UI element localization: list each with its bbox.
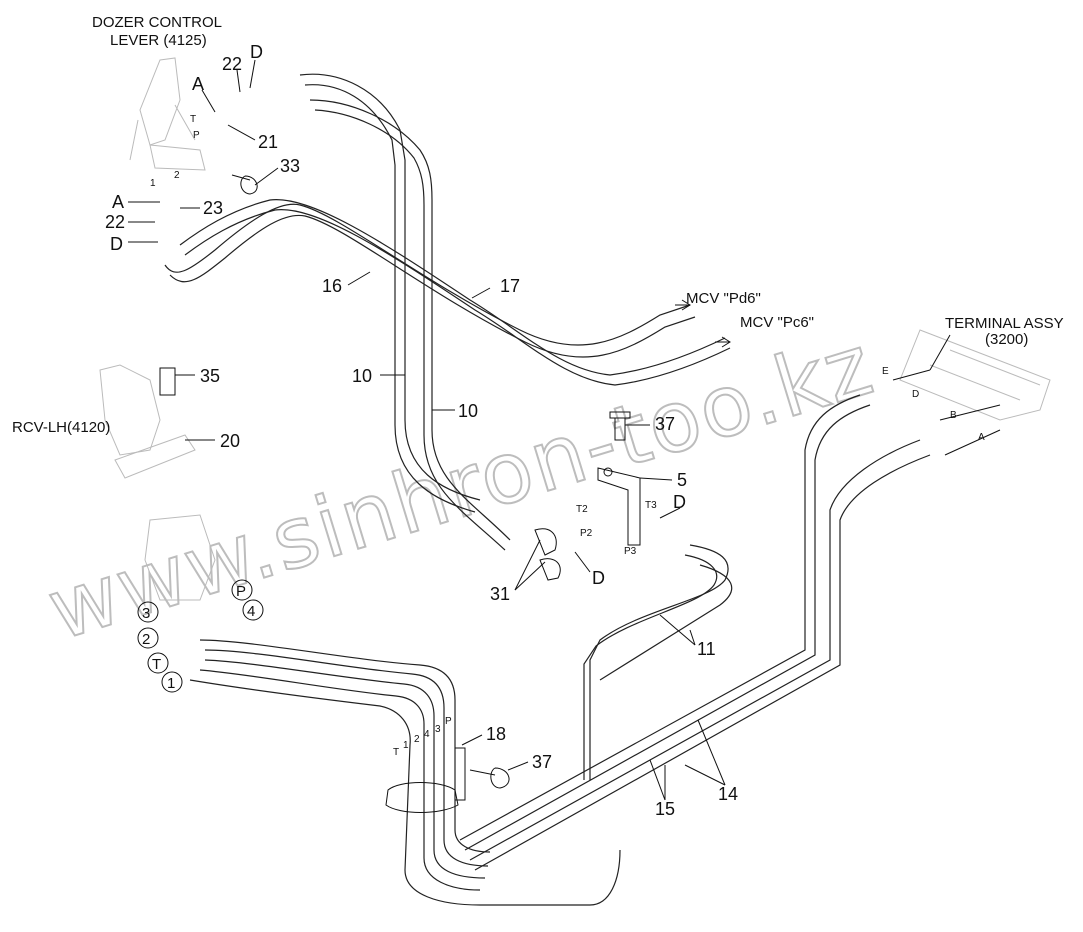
callout-23: 23 xyxy=(203,198,223,218)
callout-D-top: D xyxy=(250,42,263,62)
callout-18: 18 xyxy=(486,724,506,744)
dozer-lever-label-2: LEVER (4125) xyxy=(110,32,207,49)
callout-22-top: 22 xyxy=(222,54,242,74)
port-D: D xyxy=(912,389,919,400)
port-2: 2 xyxy=(174,170,180,181)
arrows-mcv xyxy=(675,299,731,348)
callout-T3: T3 xyxy=(645,500,657,511)
callout-D-right: D xyxy=(673,492,686,512)
circled-4: 4 xyxy=(247,603,255,620)
pipe-mark-1: 1 xyxy=(403,740,409,751)
callout-5: 5 xyxy=(677,470,687,490)
bolt-37-lower xyxy=(469,767,510,789)
hose-16-17 xyxy=(164,199,731,386)
pipe-mark-4: 4 xyxy=(424,729,430,740)
callout-A-mid: A xyxy=(112,192,124,212)
bolt-35 xyxy=(159,367,176,396)
callout-D-lower: D xyxy=(592,568,605,588)
dozer-lever-label-1: DOZER CONTROL xyxy=(92,14,222,31)
mcv-pd6-label: MCV "Pd6" xyxy=(686,290,761,307)
callout-14: 14 xyxy=(718,784,738,804)
callout-31: 31 xyxy=(490,584,510,604)
elbow-31 xyxy=(534,528,561,581)
circled-P: P xyxy=(236,583,246,600)
circled-2: 2 xyxy=(142,631,150,648)
callout-37-upper: 37 xyxy=(655,414,675,434)
callout-35: 35 xyxy=(200,366,220,386)
port-P: P xyxy=(193,130,200,141)
pipe-mark-T: T xyxy=(393,747,399,758)
pipe-mark-P: P xyxy=(445,716,452,727)
dozer-lever-sketch xyxy=(129,57,206,171)
callout-11: 11 xyxy=(697,639,716,659)
hose-10 xyxy=(299,73,511,551)
callout-15: 15 xyxy=(655,799,675,819)
port-E: E xyxy=(882,366,889,377)
port-A: A xyxy=(978,432,985,443)
callout-17: 17 xyxy=(500,276,520,296)
callout-37-lower: 37 xyxy=(532,752,552,772)
callout-10-right: 10 xyxy=(458,401,478,421)
bolt-37-upper xyxy=(609,411,631,441)
pipes-14-15 xyxy=(459,394,931,871)
circled-3: 3 xyxy=(142,605,150,622)
callout-10-left: 10 xyxy=(352,366,372,386)
rcv-lh-label: RCV-LH(4120) xyxy=(12,419,110,436)
port-T: T xyxy=(190,114,196,125)
mcv-pc6-label: MCV "Pc6" xyxy=(740,314,814,331)
pipe-mark-3: 3 xyxy=(435,724,441,735)
port-1: 1 xyxy=(150,178,156,189)
terminal-assy-label-1: TERMINAL ASSY xyxy=(945,315,1064,332)
rcv-lh-sketch xyxy=(99,364,196,479)
callout-33: 33 xyxy=(280,156,300,176)
callout-16: 16 xyxy=(322,276,342,296)
callout-P2: P2 xyxy=(580,528,593,539)
port-B: B xyxy=(950,410,957,421)
bolt-33 xyxy=(231,174,258,195)
leader-lines xyxy=(128,59,1001,801)
watermark: www.sinhron-too.kz xyxy=(37,315,884,659)
callout-P3: P3 xyxy=(624,546,637,557)
clamp-18 xyxy=(385,747,466,813)
callout-20: 20 xyxy=(220,431,240,451)
terminal-assy-sketch xyxy=(899,329,1051,421)
callout-D-mid: D xyxy=(110,234,123,254)
pipe-mark-2: 2 xyxy=(414,734,420,745)
callout-22-mid: 22 xyxy=(105,212,125,232)
circled-T: T xyxy=(152,656,161,673)
circled-ports xyxy=(137,579,264,693)
rcv-block-sketch xyxy=(144,514,216,601)
pipe-bundle xyxy=(189,639,621,906)
callout-21: 21 xyxy=(258,132,278,152)
terminal-assy-label-2: (3200) xyxy=(985,331,1028,348)
circled-1: 1 xyxy=(167,675,175,692)
callout-A-top: A xyxy=(192,74,204,94)
callout-T2: T2 xyxy=(576,504,588,515)
hose-11 xyxy=(583,544,733,780)
